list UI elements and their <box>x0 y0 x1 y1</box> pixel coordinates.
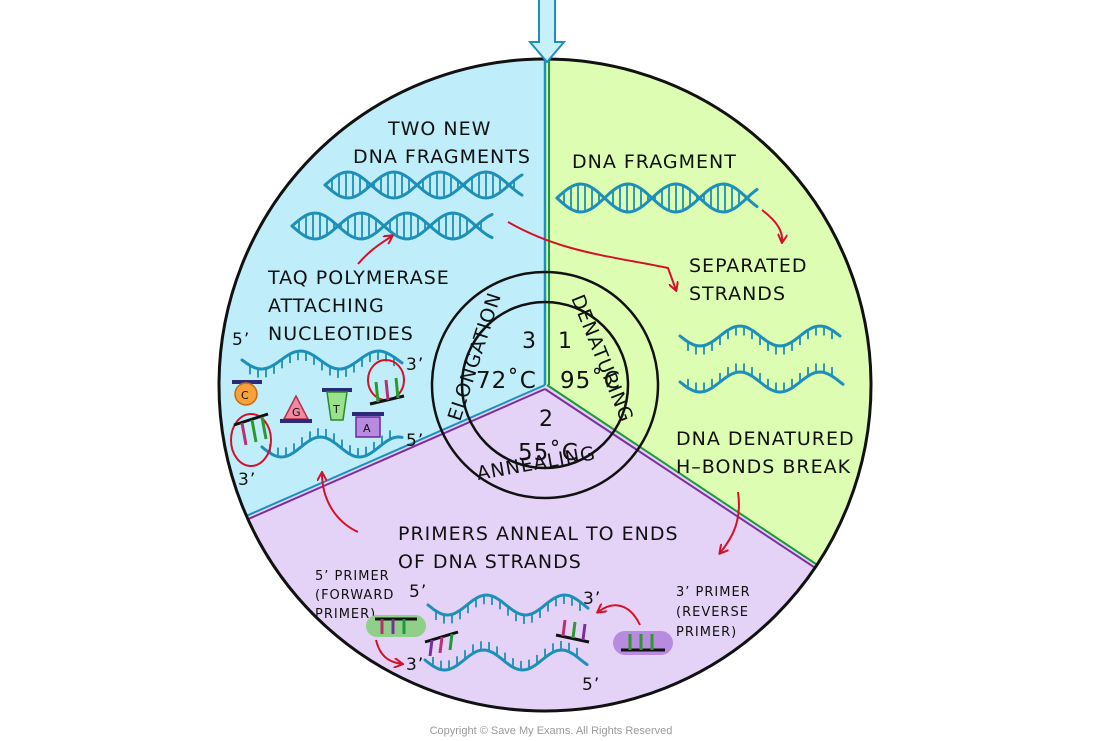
denatured-label-line2: H–BONDS BREAK <box>676 456 851 478</box>
end-label-5-taq-top: 5’ <box>232 330 250 350</box>
end-label-3-anneal-bottom: 3’ <box>406 655 424 675</box>
separated-label-line2: STRANDS <box>689 283 786 305</box>
taq-primers <box>233 377 405 446</box>
separated-strand-bottom <box>678 363 845 394</box>
anneal-template-bottom <box>423 641 589 672</box>
annealing-sector <box>219 385 871 711</box>
taq-label-line1: TAQ POLYMERASE <box>267 267 450 289</box>
denaturing-temperature: 95˚C <box>560 367 621 394</box>
reverse-primer <box>613 631 673 655</box>
stage-number-1: 1 <box>558 329 573 354</box>
copyright-notice: Copyright © Save My Exams. All Rights Re… <box>430 725 673 737</box>
reverse-primer-label-line3: PRIMER) <box>676 625 737 640</box>
cycle-sectors <box>219 59 871 711</box>
arrow-reverse-primer-in <box>598 605 641 626</box>
arrow-denatured-to-primers <box>720 491 740 553</box>
new-fragment-helix-2 <box>290 211 494 241</box>
denatured-label-line1: DNA DENATURED <box>676 428 855 450</box>
svg-text:G: G <box>292 406 302 419</box>
new-fragment-helix-1 <box>323 170 524 200</box>
stage-ring <box>430 270 660 500</box>
nucleotide-a: A <box>352 412 384 438</box>
stage-number-3: 3 <box>522 329 537 354</box>
svg-text:C: C <box>241 389 250 402</box>
taq-template-top <box>240 349 404 378</box>
nucleotide-g: G <box>280 394 312 423</box>
reverse-primer-label-line2: (REVERSE <box>676 605 749 620</box>
annealing-temperature: 55˚C <box>518 439 579 466</box>
separated-label-line1: SEPARATED <box>689 255 808 277</box>
two-new-label-line1: TWO NEW <box>387 118 491 140</box>
anneal-template-top <box>426 593 590 624</box>
end-label-3-taq-bottom: 3’ <box>238 470 256 490</box>
primers-label-line2: OF DNA STRANDS <box>398 551 582 573</box>
dna-fragment-helix <box>555 182 759 214</box>
elongation-temperature: 72˚C <box>476 367 537 394</box>
reverse-primer-label-line1: 3’ PRIMER <box>676 585 751 600</box>
forward-primer-label-line3: PRIMER) <box>315 607 376 622</box>
nucleotide-c: C <box>232 380 262 406</box>
taq-label-line2: ATTACHING <box>268 295 385 317</box>
primers-label-line1: PRIMERS ANNEAL TO ENDS <box>398 523 679 545</box>
stage-number-2: 2 <box>539 407 554 432</box>
svg-text:T: T <box>332 403 341 416</box>
nucleotide-t: T <box>322 388 352 421</box>
arrow-taq-to-new-fragment <box>357 236 392 265</box>
forward-primer <box>366 615 426 637</box>
end-label-5-anneal-top: 5’ <box>409 582 427 602</box>
bound-primers <box>424 619 590 657</box>
entry-arrow <box>527 0 567 64</box>
forward-primer-label-line2: (FORWARD <box>315 588 394 603</box>
end-label-3-taq-top: 3’ <box>406 355 424 375</box>
svg-text:A: A <box>363 422 372 435</box>
separated-strand-top <box>678 324 842 355</box>
end-label-5-taq-bottom: 5’ <box>406 431 424 451</box>
arrow-elongation-to-new-fragments <box>507 221 676 290</box>
end-label-5-anneal-bottom: 5’ <box>582 675 600 695</box>
arrow-forward-primer-in <box>375 639 402 664</box>
dna-fragment-label: DNA FRAGMENT <box>572 151 737 173</box>
two-new-label-line2: DNA FRAGMENTS <box>353 146 531 168</box>
taq-label-line3: NUCLEOTIDES <box>268 323 414 345</box>
forward-primer-label-line1: 5’ PRIMER <box>315 569 390 584</box>
temperature-ring <box>460 300 630 470</box>
taq-template-bottom <box>260 428 404 459</box>
arrow-annealing-to-elongation <box>322 473 359 533</box>
dna-strands <box>240 170 845 672</box>
arrow-fragment-to-separated <box>761 209 782 242</box>
process-arrows <box>322 209 782 664</box>
